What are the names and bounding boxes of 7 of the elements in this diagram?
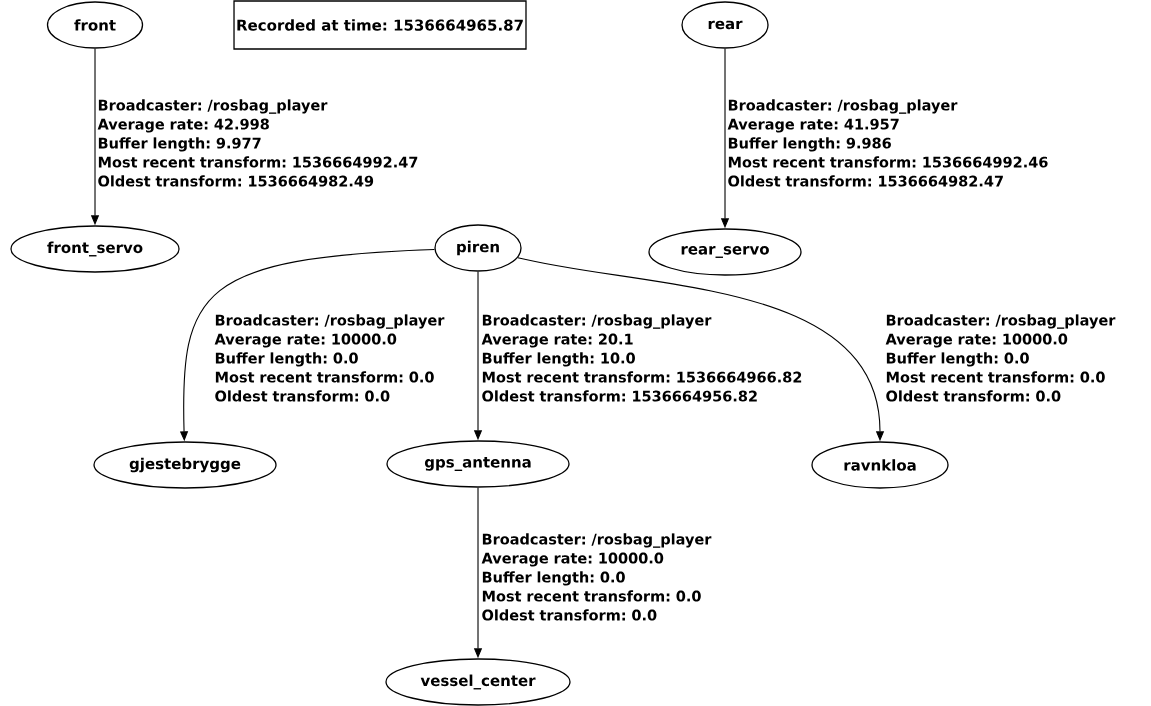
edge-label: Broadcaster: /rosbag_player Average rate: 42.998 Buffer length: 9.977 Most recent transform: 1536664992.47 Oldest transform: 1536664982.49	[97, 99, 418, 187]
edge-label: Broadcaster: /rosbag_player Average rate: 10000.0 Buffer length: 0.0 Most recent transform: 0.0 Oldest transform: 0.0	[885, 314, 1116, 402]
edge-label: Broadcaster: /rosbag_player Average rate: 10000.0 Buffer length: 0.0 Most recent transform: 0.0 Oldest transform: 0.0	[214, 314, 445, 402]
edge-label: Broadcaster: /rosbag_player Average rate: 10000.0 Buffer length: 0.0 Most recent transform: 0.0 Oldest transform: 0.0	[481, 533, 712, 621]
timestamp-box: Recorded at time: 1536664965.87	[233, 0, 527, 50]
edge-label: Broadcaster: /rosbag_player Average rate: 41.957 Buffer length: 9.986 Most recent transform: 1536664992.46 Oldest transform: 1536664982.47	[727, 99, 1048, 187]
edge-label: Broadcaster: /rosbag_player Average rate: 20.1 Buffer length: 10.0 Most recent transform: 1536664966.82 Oldest transform: 1536664956.82	[481, 314, 802, 402]
